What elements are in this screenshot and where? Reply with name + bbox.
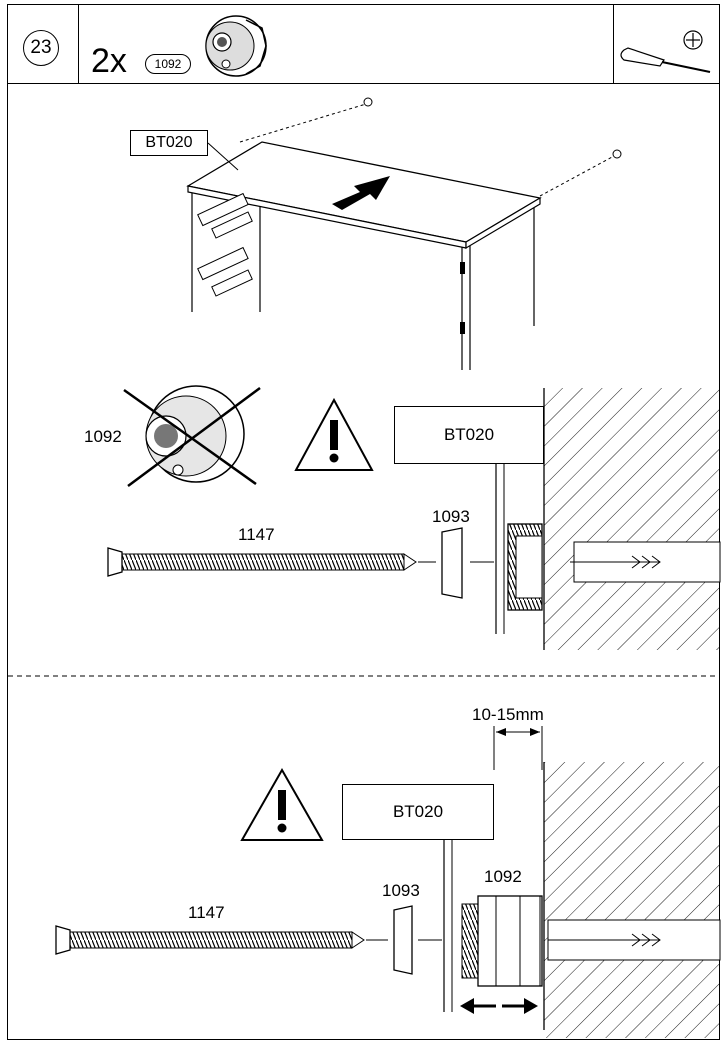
- cap-label-lower: 1093: [382, 881, 420, 900]
- part-number-badge: 1092: [145, 54, 191, 74]
- warning-triangle-icon-lower: [240, 767, 324, 841]
- wall-section-upper: [543, 388, 721, 650]
- screwdriver-phillips-icon: [620, 30, 711, 73]
- step-number: 23: [23, 30, 59, 66]
- parts-cell: 2x 1092: [79, 4, 613, 84]
- desk-top-illustration: [186, 97, 622, 370]
- step-cell: 23: [7, 4, 79, 84]
- side-panel-upper: [495, 462, 543, 634]
- adjust-arrows: [460, 998, 538, 1014]
- cap-label-upper: 1093: [432, 507, 470, 526]
- screw-1147-upper: [107, 527, 494, 599]
- tool-cell: [613, 4, 720, 84]
- board-panel-lower: BT020: [342, 784, 494, 840]
- side-panel-lower: [443, 836, 543, 1012]
- part-quantity: 2x: [91, 42, 127, 80]
- wall-section-lower: [543, 762, 721, 1038]
- gap-dimension-label: 10-15mm: [472, 705, 544, 724]
- screw-1147-lower: [55, 905, 442, 975]
- screw-label-upper: 1147: [238, 525, 275, 544]
- fitting-1092-icon: [205, 15, 267, 77]
- fitting-label-lower: 1092: [484, 867, 522, 886]
- board-panel-upper: BT020: [394, 406, 544, 464]
- fitting-label: 1092: [84, 427, 122, 446]
- board-label-top: BT020: [130, 130, 208, 156]
- warning-triangle-icon: [294, 397, 374, 471]
- gap-dimension: [493, 726, 543, 770]
- crossed-fitting-illustration: [123, 385, 261, 488]
- screw-label-lower: 1147: [188, 903, 225, 922]
